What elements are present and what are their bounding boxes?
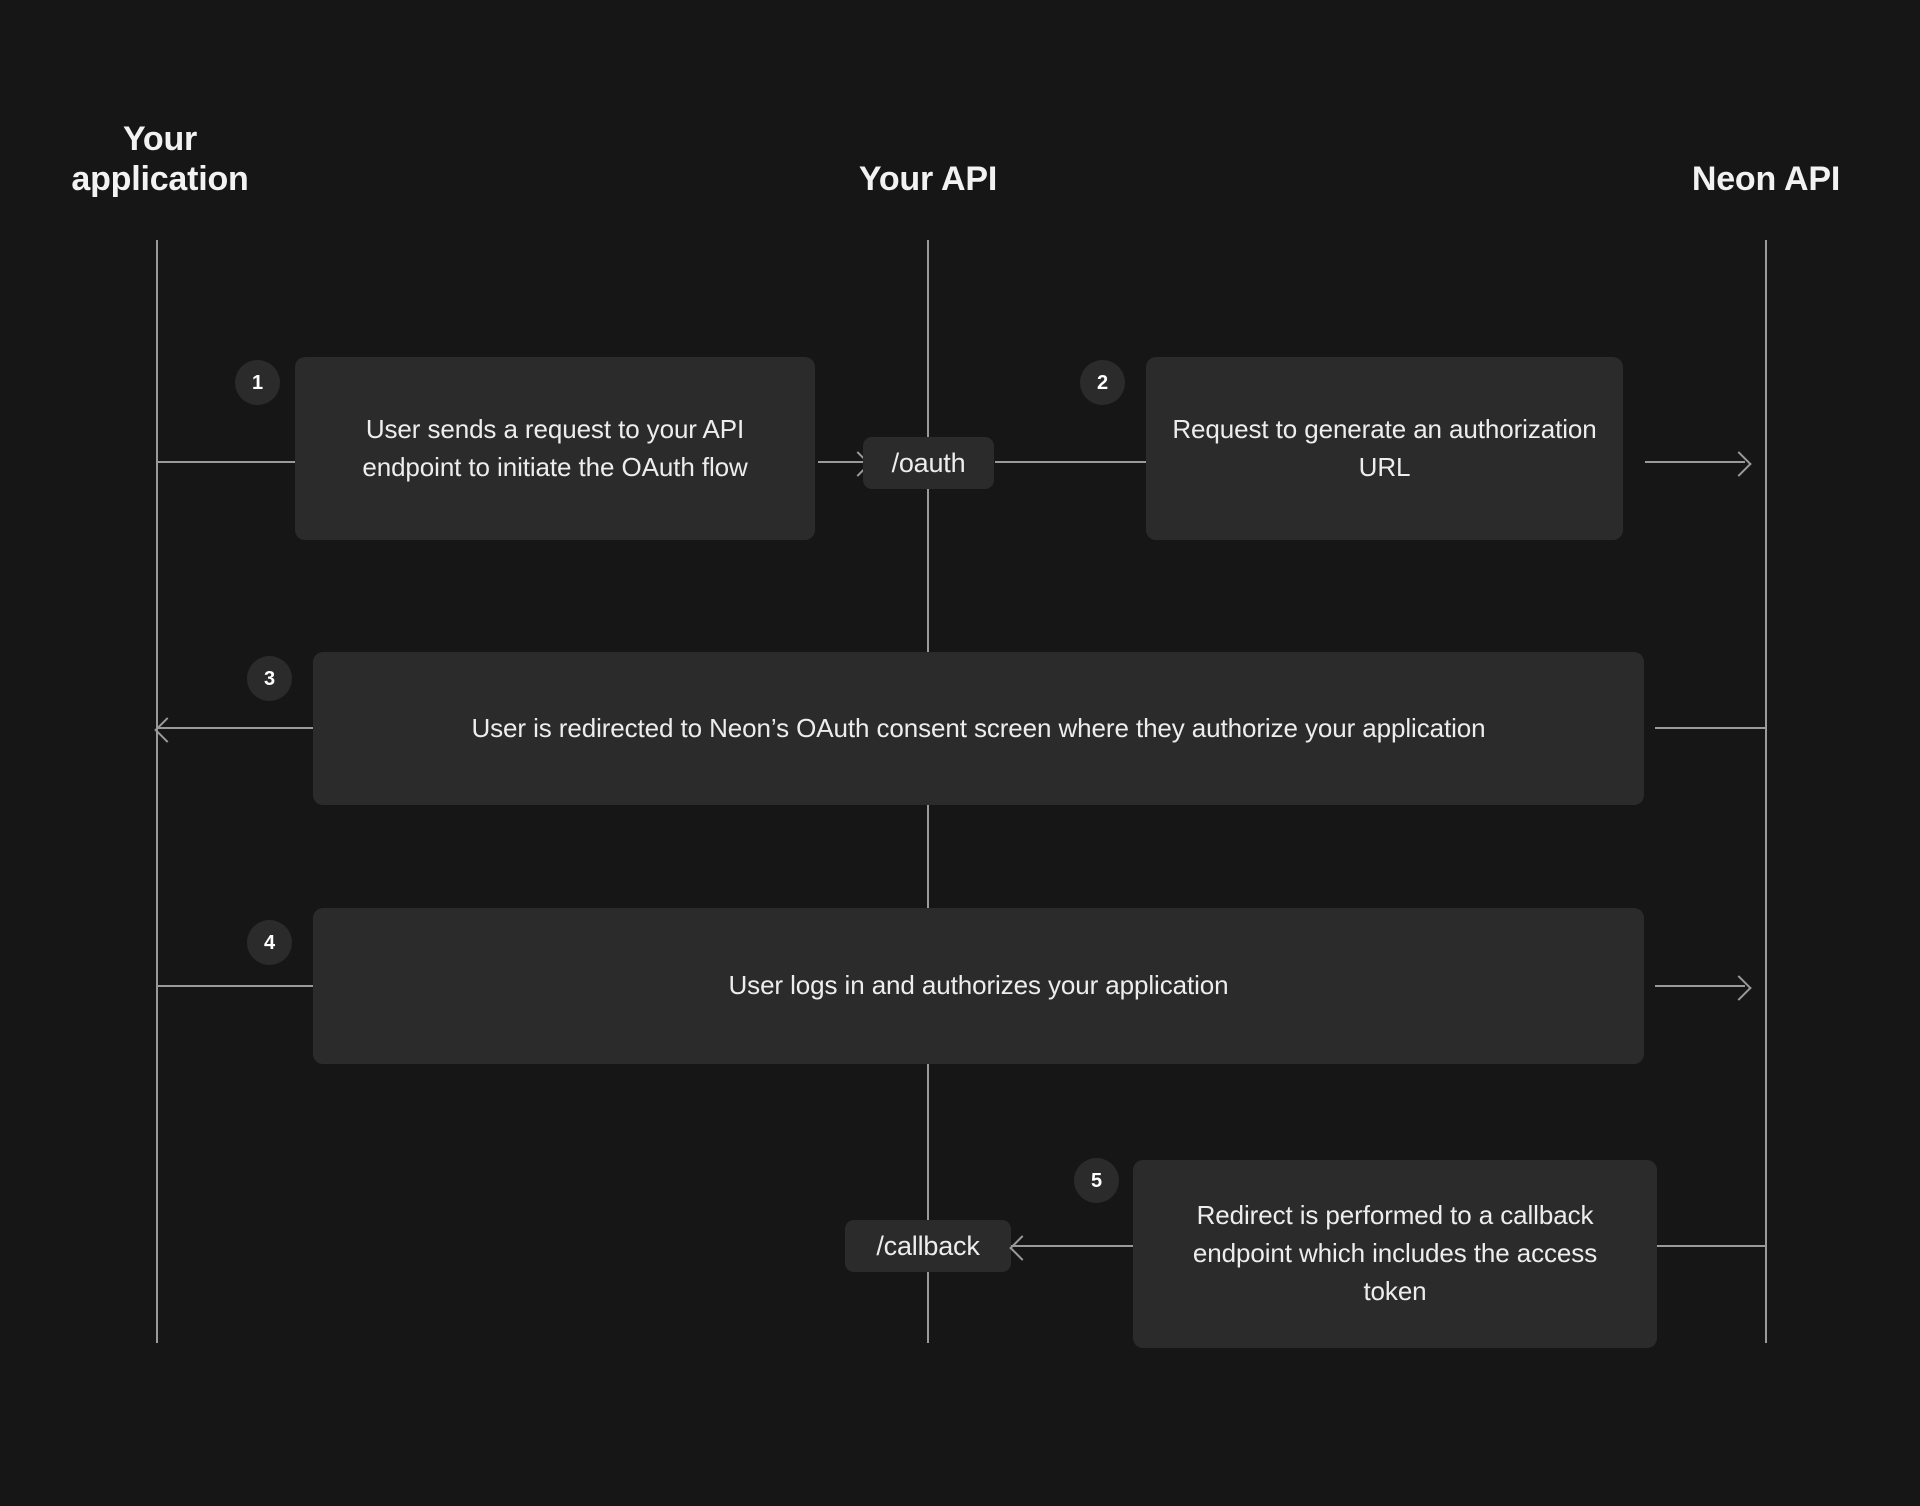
- message-box-step-1: User sends a request to your API endpoin…: [295, 357, 815, 540]
- lane-title-your-api: Your API: [858, 160, 998, 198]
- step-badge-1: 1: [235, 360, 280, 405]
- lifeline-your-application: [156, 240, 158, 1343]
- connector-step-4-start: [157, 985, 313, 987]
- message-box-step-5: Redirect is performed to a callback endp…: [1133, 1160, 1657, 1348]
- connector-step-5-start: [1657, 1245, 1765, 1247]
- message-box-step-4: User logs in and authorizes your applica…: [313, 908, 1644, 1064]
- connector-step-1-start: [157, 461, 297, 463]
- connector-step-1-end: [818, 461, 864, 463]
- step-badge-4: 4: [247, 920, 292, 965]
- connector-step-5-end: [1011, 1245, 1133, 1247]
- step-badge-5: 5: [1074, 1158, 1119, 1203]
- connector-step-3-end: [157, 727, 313, 729]
- message-text-step-5: Redirect is performed to a callback endp…: [1192, 1200, 1598, 1306]
- arrow-left-icon-step-3: [154, 717, 180, 743]
- lane-title-neon-api: Neon API: [1691, 160, 1841, 198]
- arrow-right-icon-step-2: [1726, 451, 1752, 477]
- message-box-step-3: User is redirected to Neon’s OAuth conse…: [313, 652, 1644, 805]
- step-badge-3: 3: [247, 656, 292, 701]
- connector-step-3-start: [1655, 727, 1765, 729]
- message-text-step-3: User is redirected to Neon’s OAuth conse…: [471, 712, 1486, 743]
- lifeline-neon-api: [1765, 240, 1767, 1343]
- connector-step-4-end: [1655, 985, 1745, 987]
- connector-step-2-end: [1645, 461, 1745, 463]
- message-box-step-2: Request to generate an authorization URL: [1146, 357, 1623, 540]
- arrow-left-icon-step-5: [1009, 1235, 1035, 1261]
- step-badge-2: 2: [1080, 360, 1125, 405]
- arrow-right-icon-step-4: [1726, 975, 1752, 1001]
- endpoint-chip-callback: /callback: [845, 1220, 1011, 1272]
- message-text-step-2: Request to generate an authorization URL: [1172, 413, 1597, 482]
- connector-step-2-start: [995, 461, 1147, 463]
- endpoint-chip-oauth: /oauth: [863, 437, 994, 489]
- message-text-step-4: User logs in and authorizes your applica…: [728, 970, 1229, 1001]
- message-text-step-1: User sends a request to your API endpoin…: [362, 413, 748, 482]
- lane-title-your-application: Your application: [71, 120, 249, 198]
